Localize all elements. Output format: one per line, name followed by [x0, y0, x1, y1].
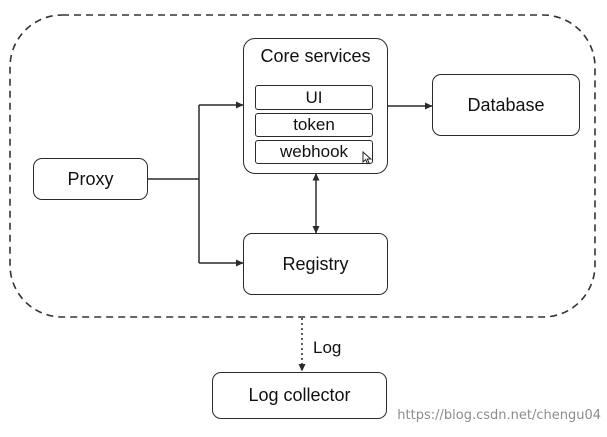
core-item-webhook: webhook	[255, 140, 373, 164]
log-collector-node: Log collector	[212, 372, 387, 419]
database-label: Database	[467, 94, 545, 115]
core-services-title: Core services	[260, 46, 371, 66]
core-item-ui: UI	[255, 85, 373, 110]
proxy-label: Proxy	[67, 168, 114, 189]
log-edge-label: Log	[313, 338, 342, 357]
system-boundary	[9, 14, 596, 318]
proxy-node: Proxy	[33, 158, 148, 200]
core-item-webhook-label: webhook	[279, 142, 349, 161]
registry-label: Registry	[282, 253, 349, 274]
database-node: Database	[432, 74, 580, 136]
registry-node: Registry	[243, 233, 388, 295]
core-item-ui-label: UI	[305, 87, 323, 107]
watermark-text: https://blog.csdn.net/chengu04	[395, 408, 603, 423]
core-item-token-label: token	[293, 115, 335, 134]
log-collector-label: Log collector	[248, 385, 351, 405]
mouse-cursor-icon	[362, 151, 372, 165]
core-item-token: token	[255, 113, 373, 137]
